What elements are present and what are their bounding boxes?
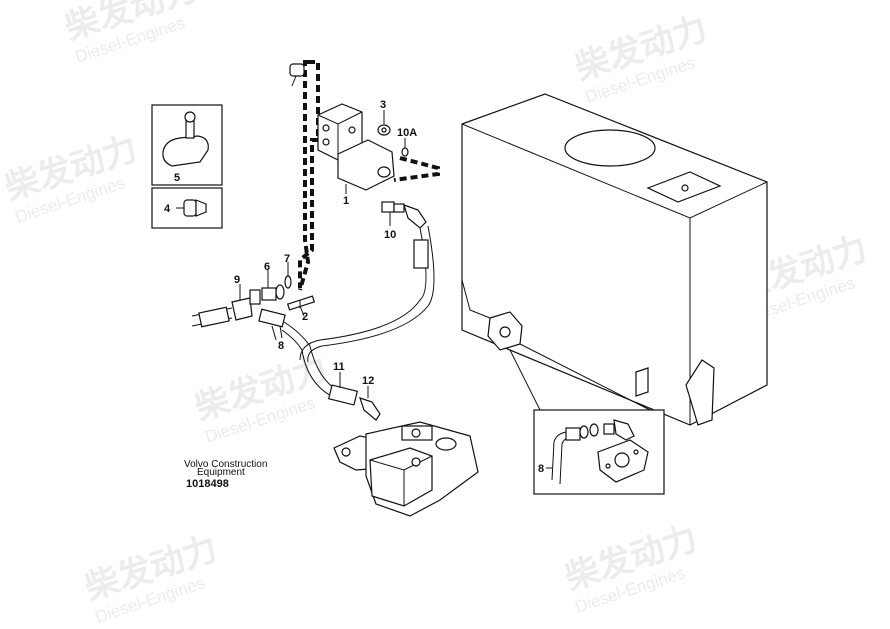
maker-line-2: Equipment	[197, 467, 245, 478]
watermark-7: 柴发动力 Diesel-Engines	[80, 528, 222, 626]
callout-5: 5	[174, 172, 180, 184]
detail-box-4: 4	[151, 187, 223, 229]
fitting-10	[381, 201, 427, 229]
washer-3	[377, 110, 391, 136]
bolt-2	[286, 295, 316, 317]
hose-11	[327, 372, 359, 406]
orifice-10a	[401, 138, 409, 157]
hose-sleeve	[413, 239, 429, 269]
maker-line-1: Volvo Construction	[184, 459, 267, 470]
callouts: 1 2 3 6 7 8 9 10 10A 11 12	[234, 99, 417, 387]
hose-upper-2	[307, 225, 435, 363]
watermark-2: 柴发动力 Diesel-Engines	[570, 8, 712, 106]
electrical-cable	[298, 60, 320, 288]
drawing-number: 1018498	[186, 478, 229, 490]
watermark-8: 柴发动力 Diesel-Engines	[560, 518, 702, 616]
cable-connector	[289, 63, 305, 87]
leader-lines	[239, 184, 347, 339]
callout-3: 3	[380, 99, 386, 111]
fitting-6	[261, 270, 285, 301]
washer-7	[284, 262, 292, 289]
electrical-cable-2	[298, 60, 311, 291]
electrical-cable-3	[393, 156, 440, 182]
hydraulic-pump	[333, 421, 479, 517]
callout-1: 1	[343, 195, 349, 207]
callout-8: 8	[278, 340, 284, 352]
watermark-1: 柴发动力 Diesel-Engines	[60, 0, 202, 67]
callout-8-detail: 8	[538, 463, 544, 475]
callout-10a: 10A	[397, 127, 417, 139]
valve-block	[317, 103, 395, 191]
footer: Volvo Construction Equipment 1018498	[184, 459, 267, 490]
detail-box-8: 8	[509, 343, 665, 495]
callout-6: 6	[264, 261, 270, 273]
callout-12: 12	[362, 375, 374, 387]
callout-10: 10	[384, 229, 396, 241]
callout-7: 7	[284, 253, 290, 265]
callout-9: 9	[234, 274, 240, 286]
hose-left	[191, 289, 261, 328]
callout-2: 2	[302, 311, 308, 323]
detail-box-5: 5	[151, 104, 223, 186]
hydraulic-tank	[461, 93, 768, 426]
callout-11: 11	[333, 361, 345, 373]
elbow-12	[359, 386, 381, 421]
callout-4: 4	[164, 203, 171, 215]
hose-upper	[299, 227, 427, 361]
hose-8	[258, 308, 341, 401]
watermark-3: 柴发动力 Diesel-Engines	[0, 128, 142, 226]
